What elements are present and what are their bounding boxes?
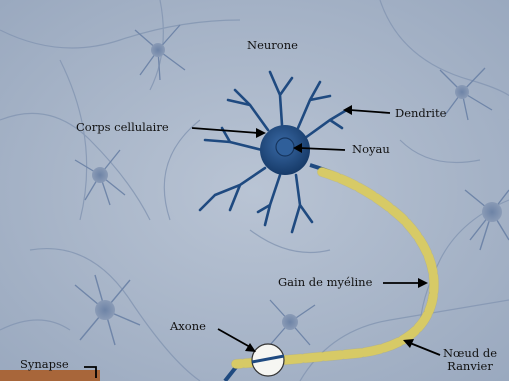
nucleus [276, 138, 294, 156]
dendrite-label: Dendrite [395, 107, 446, 120]
myelin-sheath-label: Gain de myéline [278, 276, 372, 289]
synapse-terminal [0, 370, 100, 381]
diagram-title: Neurone [247, 39, 298, 52]
axon-label: Axone [170, 320, 206, 333]
cell-body-label: Corps cellulaire [76, 121, 169, 134]
nucleus-label: Noyau [352, 143, 390, 156]
synapse-label: Synapse [20, 358, 69, 371]
node-of-ranvier-label: Nœud de Ranvier [440, 347, 500, 373]
